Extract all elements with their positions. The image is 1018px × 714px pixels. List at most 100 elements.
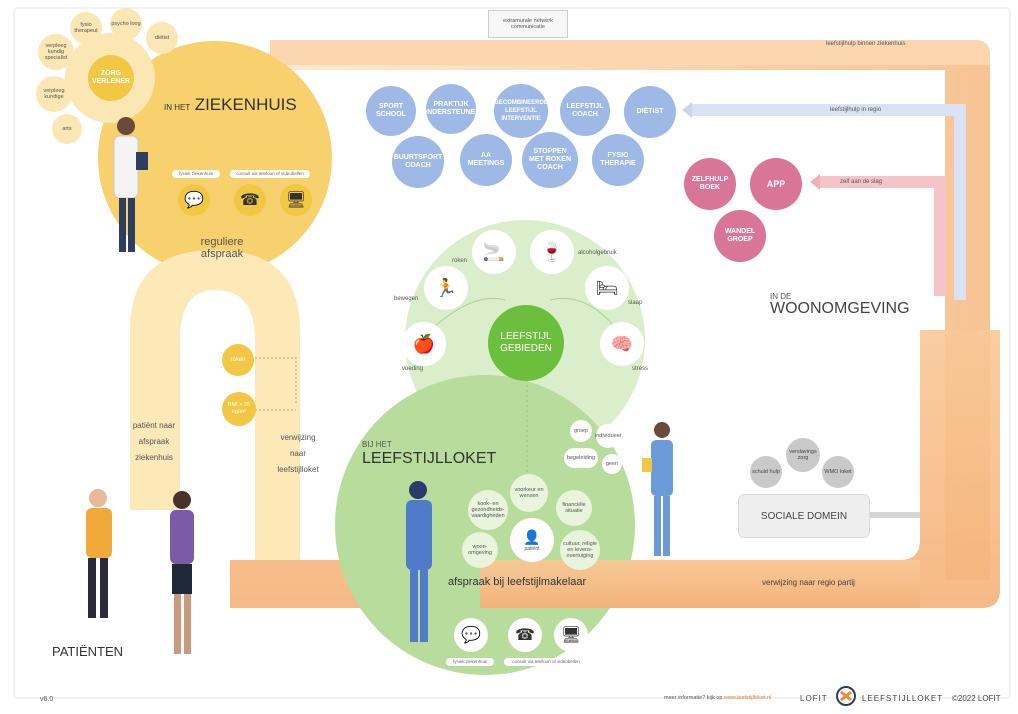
network-communication-text: extramurale netwerk communicatie (503, 18, 553, 30)
option-label: geen (605, 461, 619, 467)
regio-aa-meetings[interactable]: AA MEETINGS (460, 134, 512, 186)
gebieden-title: LEEFSTIJL GEBIEDEN (500, 331, 552, 354)
zelf-wandelgroep[interactable]: WANDEL GROEP (714, 210, 766, 262)
regio-label: FYSIO THERAPIE (600, 152, 636, 167)
topic-cultuur: cultuur, religie en levens-overtuiging (560, 530, 600, 570)
option-label: begeleiding (566, 455, 596, 461)
footer-lofit: LOFIT (800, 694, 828, 703)
sociaal-verslavingszorg: verslavings zorg (786, 438, 820, 472)
criterion-label: roken (230, 357, 246, 363)
sociaal-schuldhulp: schuld hulp (750, 456, 782, 488)
topic-label: woon-omgeving (468, 544, 492, 556)
regio-gli[interactable]: GECOMBINEERDE LEEFSTIJL INTERVENTIE (494, 84, 548, 138)
smoking-icon: 🚬 (472, 230, 516, 274)
loket-prefix: BIJ HET (362, 440, 392, 449)
arrow-label-in-regio: leefstijlhulp in regio (830, 107, 882, 113)
woonomgeving-title: WOONOMGEVING (770, 300, 910, 317)
ziekenhuis-prefix: IN HET (164, 103, 191, 112)
option-label: groep (573, 428, 589, 434)
regio-label: STOPPEN MET ROKEN COACH (529, 148, 571, 171)
zorgverlener-circle: ZORG VERLENER (88, 55, 134, 101)
zelf-label: WANDEL GROEP (724, 228, 756, 243)
stress-icon: 🧠 (600, 322, 644, 366)
footer-brand: LEEFSTIJLLOKET (862, 694, 944, 703)
option-label: individueel (595, 433, 621, 439)
topic-label: financiële situatie (562, 502, 586, 514)
sociaal-wmo: WMO loket (822, 456, 854, 488)
option-geen: geen (602, 454, 622, 474)
regio-praktijkondersteuner[interactable]: PRAKTIJK ONDERSTEUNER (422, 84, 480, 134)
role-verpleegkundig-specialist: verpleeg kundig specialist (38, 34, 74, 70)
regio-stoppen-met-roken[interactable]: STOPPEN MET ROKEN COACH (522, 132, 578, 188)
regio-label: LEEFSTIJL COACH (566, 103, 604, 118)
sociale-domein-box: SOCIALE DOMEIN (738, 494, 870, 538)
patienten-title: PATIËNTEN (52, 644, 124, 659)
zelf-app[interactable]: APP (750, 158, 802, 210)
topic-kookvaardigheden: kook- en gezondheids-vaardigheden (468, 490, 508, 530)
footer-info: meer informatie? kijk op www.leefstijllo… (664, 695, 771, 701)
loket-pill-consult: consult via telefoon of videobellen (504, 658, 588, 666)
criterion-label: BMI > 25 kg/m² (227, 402, 251, 415)
doctor-figure (113, 117, 148, 252)
loket-patient-center: 👤 patiënt (510, 518, 554, 562)
regio-label: AA MEETINGS (467, 152, 505, 167)
gebied-roken: roken (452, 258, 468, 264)
role-label: diëtist (154, 35, 170, 41)
footer-url-link[interactable]: www.leefstijlloket.nl (723, 695, 772, 701)
zelf-zelfhulpboek[interactable]: ZELFHULP BOEK (684, 158, 736, 210)
sociaal-label: WMO loket (824, 469, 852, 475)
regio-dietist[interactable]: DIËTIST (624, 86, 676, 138)
nutrition-icon: 🍎 (402, 322, 446, 366)
reguliere-afspraak-label: reguliere afspraak (200, 236, 244, 260)
zorgverlener-label: ZORG VERLENER (91, 70, 131, 85)
telephone-icon: ☎ (508, 618, 542, 652)
ziekenhuis-title: IN HET ZIEKENHUIS (164, 95, 297, 115)
zelf-label: ZELFHULP BOEK (691, 176, 729, 191)
gebied-bewegen: bewegen (394, 296, 419, 302)
leefstijlmakelaar-figure (642, 422, 673, 556)
role-psycholoog: psycho loog (110, 8, 142, 40)
arrow-label-binnen-ziekenhuis: leefstijlhulp binnen ziekenhuis (826, 41, 906, 47)
role-label: verpleeg kundig specialist (44, 43, 68, 61)
regio-buurtsportcoach[interactable]: BUURTSPORT COACH (392, 136, 444, 188)
regio-fysiotherapie[interactable]: FYSIO THERAPIE (592, 134, 644, 186)
criterion-bmi: BMI > 25 kg/m² (222, 392, 256, 426)
zelf-label: APP (766, 179, 786, 189)
regio-label: DIËTIST (636, 108, 664, 115)
topic-label: kook- en gezondheids-vaardigheden (471, 501, 505, 519)
telephone-icon: ☎ (234, 184, 266, 216)
sociale-domein-title: SOCIALE DOMEIN (760, 510, 848, 522)
regio-label: SPORT SCHOOL (376, 103, 406, 118)
role-label: psycho loog (111, 21, 141, 27)
regio-leefstijlcoach[interactable]: LEEFSTIJL COACH (560, 86, 610, 136)
verwijzing-regio-label: verwijzing naar regio partij (762, 578, 855, 587)
ziekenhuis-pill-fysiek: fysiek ziekenhuis (172, 170, 220, 178)
topic-woonomgeving: woon-omgeving (462, 532, 498, 568)
patient-naar-afspraak-label: patiënt naar afspraak ziekenhuis (132, 421, 176, 462)
sleep-icon: 🛏 (585, 266, 629, 310)
regio-label: GECOMBINEERDE LEEFSTIJL INTERVENTIE (494, 100, 548, 122)
patient-center-label: patiënt (524, 545, 540, 552)
ziekenhuis-pill-consult: consult via telefoon of videobellen (230, 170, 310, 178)
topic-label: voorkeur en wensen (514, 487, 544, 499)
role-verpleegkundige: verpleeg kundige (36, 76, 72, 112)
loket-pill-fysiek: fysiek ziekenhuis (446, 658, 494, 666)
role-fysiotherapeut: fysio therapeut (70, 12, 102, 44)
version-label: v6.0 (40, 696, 54, 703)
topic-financieel: financiële situatie (556, 490, 592, 526)
topic-label: cultuur, religie en levens-overtuiging (563, 541, 597, 559)
woonomgeving-prefix: IN DE (770, 292, 792, 301)
topic-voorkeur: voorkeur en wensen (510, 474, 548, 512)
chat-icon: 💬 (454, 618, 488, 652)
leefstijl-gebieden-center: LEEFSTIJL GEBIEDEN (488, 305, 564, 381)
chat-icon: 💬 (178, 184, 210, 216)
option-groep: groep (570, 420, 592, 442)
role-dietist: diëtist (146, 22, 178, 54)
network-communication-box: extramurale netwerk communicatie (488, 10, 568, 38)
role-label: fysio therapeut (74, 22, 98, 34)
sociaal-label: verslavings zorg (789, 449, 817, 461)
regio-sportschool[interactable]: SPORT SCHOOL (366, 86, 416, 136)
monitor-icon: 🖥 (280, 184, 312, 216)
exercise-icon: 🏃 (424, 266, 468, 310)
alcohol-icon: 🍷 (530, 230, 574, 274)
